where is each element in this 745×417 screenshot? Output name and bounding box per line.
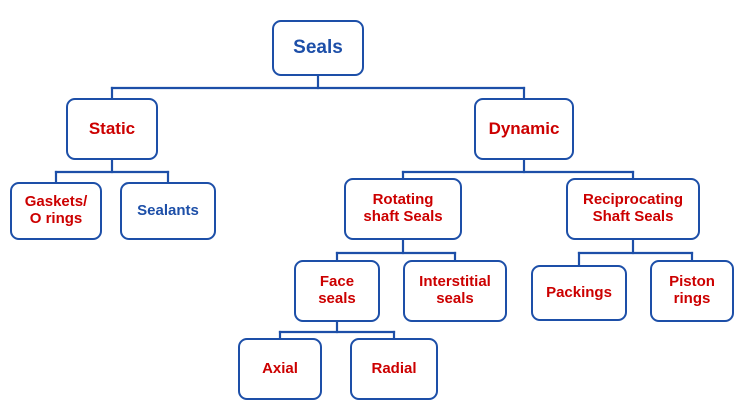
node-seals: Seals <box>272 20 364 76</box>
node-label-dynamic: Dynamic <box>488 119 560 139</box>
node-label-face: Face seals <box>318 273 356 307</box>
node-interstitial: Interstitial seals <box>403 260 507 322</box>
node-label-piston: Piston rings <box>669 273 715 307</box>
node-dynamic: Dynamic <box>474 98 574 160</box>
node-label-sealants: Sealants <box>137 201 199 219</box>
node-sealants: Sealants <box>120 182 216 240</box>
node-label-reciprocating: Reciprocating Shaft Seals <box>582 191 684 225</box>
node-packings: Packings <box>531 265 627 321</box>
node-label-axial: Axial <box>262 359 298 377</box>
node-label-interstitial: Interstitial seals <box>419 273 491 307</box>
node-reciprocating: Reciprocating Shaft Seals <box>566 178 700 240</box>
node-label-rotating: Rotating shaft Seals <box>363 191 443 225</box>
node-label-static: Static <box>88 119 136 139</box>
node-label-seals: Seals <box>293 37 343 59</box>
node-axial: Axial <box>238 338 322 400</box>
node-label-radial: Radial <box>371 359 417 377</box>
node-label-packings: Packings <box>546 283 612 301</box>
node-radial: Radial <box>350 338 438 400</box>
node-piston: Piston rings <box>650 260 734 322</box>
node-label-gaskets: Gaskets/ O rings <box>24 193 88 227</box>
node-gaskets: Gaskets/ O rings <box>10 182 102 240</box>
node-static: Static <box>66 98 158 160</box>
node-rotating: Rotating shaft Seals <box>344 178 462 240</box>
node-face: Face seals <box>294 260 380 322</box>
